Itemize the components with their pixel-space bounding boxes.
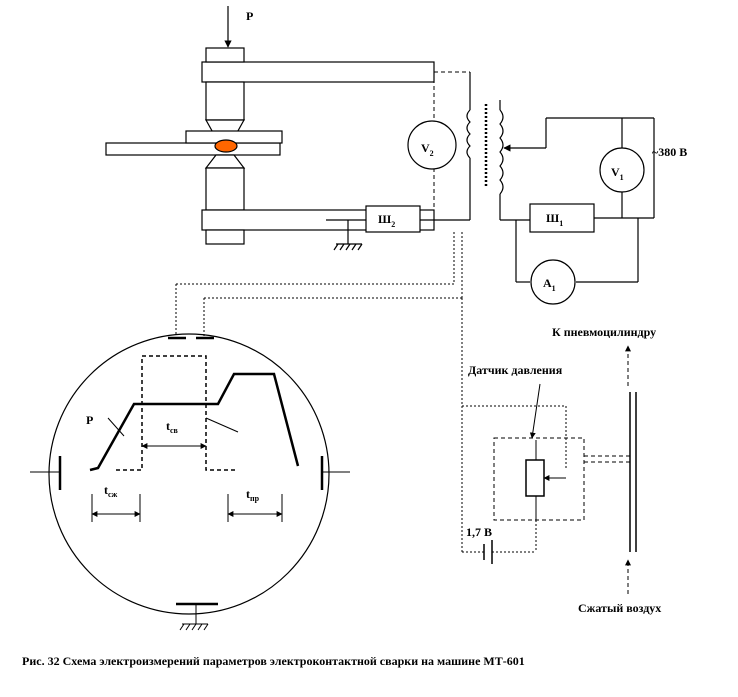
to-cylinder-label: К пневмоцилиндру — [552, 325, 656, 339]
ammeter-a1 — [530, 259, 576, 305]
shunt-sh1 — [529, 203, 595, 233]
t-weld-label: tсв — [166, 419, 179, 435]
force-label: P — [246, 9, 253, 23]
primary-circuit — [500, 117, 655, 283]
t-squeeze-label: tсж — [104, 483, 118, 499]
waveforms — [89, 355, 300, 522]
air-line — [625, 345, 637, 594]
lower-cap — [205, 229, 245, 245]
sensor-box — [493, 437, 585, 521]
upper-electrode — [205, 81, 245, 121]
oscilloscope — [30, 333, 350, 631]
upper-cap — [205, 47, 245, 63]
voltmeter-v1 — [599, 147, 645, 193]
transformer — [466, 72, 546, 220]
lower-electrode — [205, 167, 245, 211]
sensor-potentiometer — [525, 459, 545, 497]
voltmeter-v2 — [407, 120, 457, 170]
supply-label: ~380 В — [652, 145, 687, 159]
lower-tip — [204, 154, 246, 169]
pressure-sensor — [493, 383, 632, 521]
p-pointer — [107, 417, 125, 437]
pressure-sensor-label: Датчик давления — [468, 363, 563, 377]
v1-label: V1 — [611, 165, 624, 182]
figure-caption: Рис. 32 Схема электроизмерений параметро… — [22, 654, 525, 668]
shunt-sh2 — [365, 205, 421, 233]
upper-holder — [201, 61, 435, 83]
scope-screen — [48, 333, 330, 615]
sensor-pointer — [529, 383, 541, 439]
v2-label: V2 — [421, 141, 434, 158]
workpiece — [105, 142, 281, 156]
weld-spot — [214, 139, 238, 153]
current-trace — [116, 355, 236, 471]
wave-p-label: P — [86, 413, 93, 427]
t-forge-label: tпр — [246, 487, 260, 503]
sh1-label: Ш1 — [546, 211, 563, 228]
v2-circuit — [407, 71, 470, 221]
scope-leads — [175, 232, 567, 553]
pressure-trace — [89, 372, 300, 472]
a1-label: A1 — [543, 276, 556, 293]
battery — [483, 540, 493, 564]
sh2-label: Ш2 — [378, 212, 395, 229]
current-pointer — [205, 417, 239, 433]
sh2-circuit — [326, 219, 470, 251]
compressed-air-label: Сжатый воздух — [578, 601, 661, 615]
battery-label: 1,7 В — [466, 525, 492, 539]
welding-electrodes — [105, 6, 435, 245]
